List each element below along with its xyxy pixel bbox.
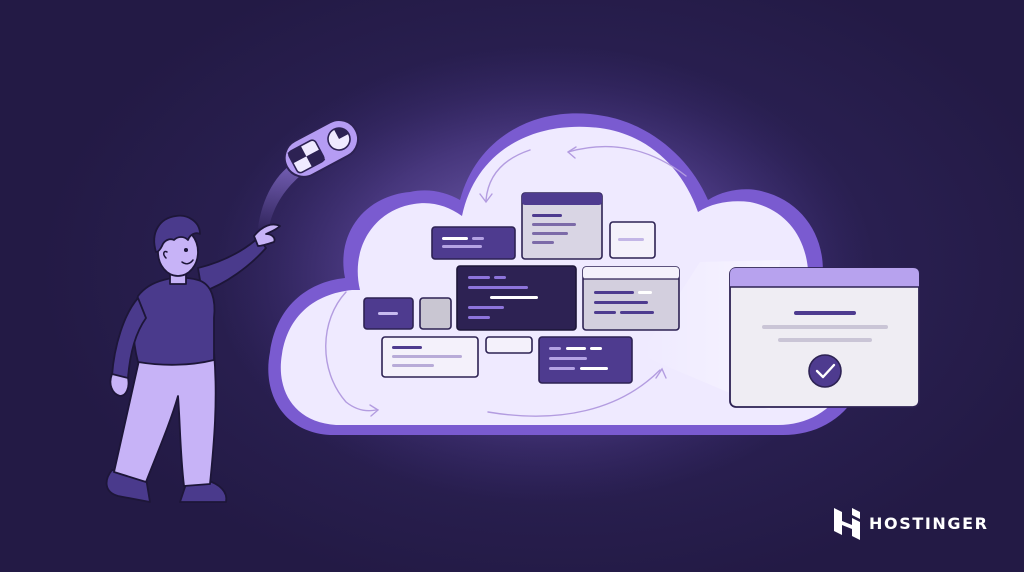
brand-name: HOSTINGER <box>869 514 989 533</box>
button-card-grey <box>419 297 452 330</box>
button-card-purple <box>363 297 414 330</box>
terminal-card-center <box>456 265 577 331</box>
code-card-bottom <box>538 336 633 384</box>
code-card-right <box>582 266 680 331</box>
blank-card-small <box>609 221 656 259</box>
floating-toggle-capsule <box>283 119 360 178</box>
success-panel <box>729 267 920 408</box>
hostinger-h-logo-icon <box>834 508 860 540</box>
input-pill <box>485 336 533 354</box>
person-face <box>163 247 194 265</box>
curved-arrow-icon <box>325 145 687 417</box>
check-circle-icon <box>808 354 842 388</box>
code-card-top <box>521 192 603 260</box>
motion-trail <box>258 160 300 232</box>
brand-lockup: HOSTINGER <box>834 508 989 540</box>
text-card-bottom-left <box>381 336 479 378</box>
code-card-left-top <box>431 226 516 260</box>
